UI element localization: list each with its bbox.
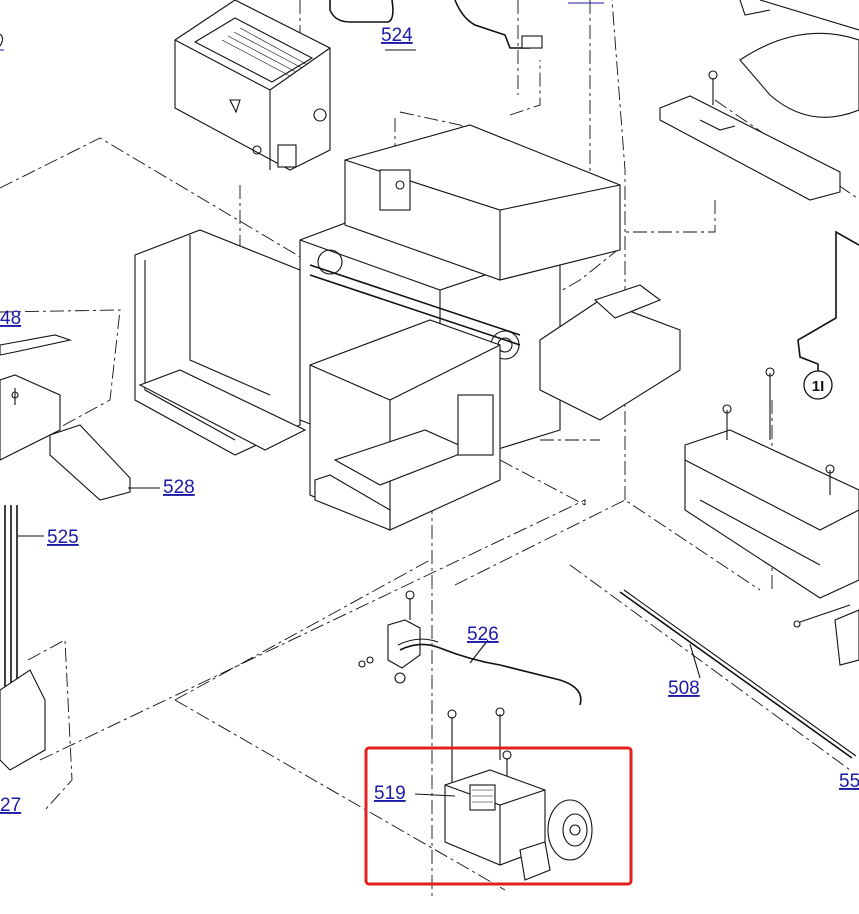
feeder-bracket xyxy=(659,0,859,201)
shaft-508 xyxy=(619,589,857,759)
board-528 xyxy=(0,374,160,501)
callout-55[interactable]: 55 xyxy=(839,771,859,792)
bracket-48 xyxy=(0,334,73,356)
highlight-box xyxy=(364,746,633,886)
reference-circle-label: 1I xyxy=(812,378,825,395)
cable-526 xyxy=(358,590,582,706)
reference-circle: 1I xyxy=(803,370,833,400)
callout-519[interactable]: 519 xyxy=(374,783,406,804)
ink-holder-part xyxy=(174,0,331,171)
rods-525 xyxy=(0,505,46,771)
callout-27[interactable]: 27 xyxy=(0,795,21,816)
callout-labels: 524 48 528 525 526 508 519 27 55 xyxy=(0,25,859,816)
callout-508[interactable]: 508 xyxy=(668,678,700,699)
clipped-label-fragments xyxy=(0,2,604,51)
callout-526[interactable]: 526 xyxy=(467,624,499,645)
main-frame-assembly xyxy=(134,124,681,531)
motor-assembly-519 xyxy=(414,707,593,881)
callout-48[interactable]: 48 xyxy=(0,308,21,329)
callout-528[interactable]: 528 xyxy=(163,477,195,498)
callout-525[interactable]: 525 xyxy=(47,527,79,548)
callout-524[interactable]: 524 xyxy=(381,25,413,46)
carriage-rail-unit xyxy=(684,367,859,666)
cable-1 xyxy=(797,230,859,372)
cable-524 xyxy=(329,0,543,51)
